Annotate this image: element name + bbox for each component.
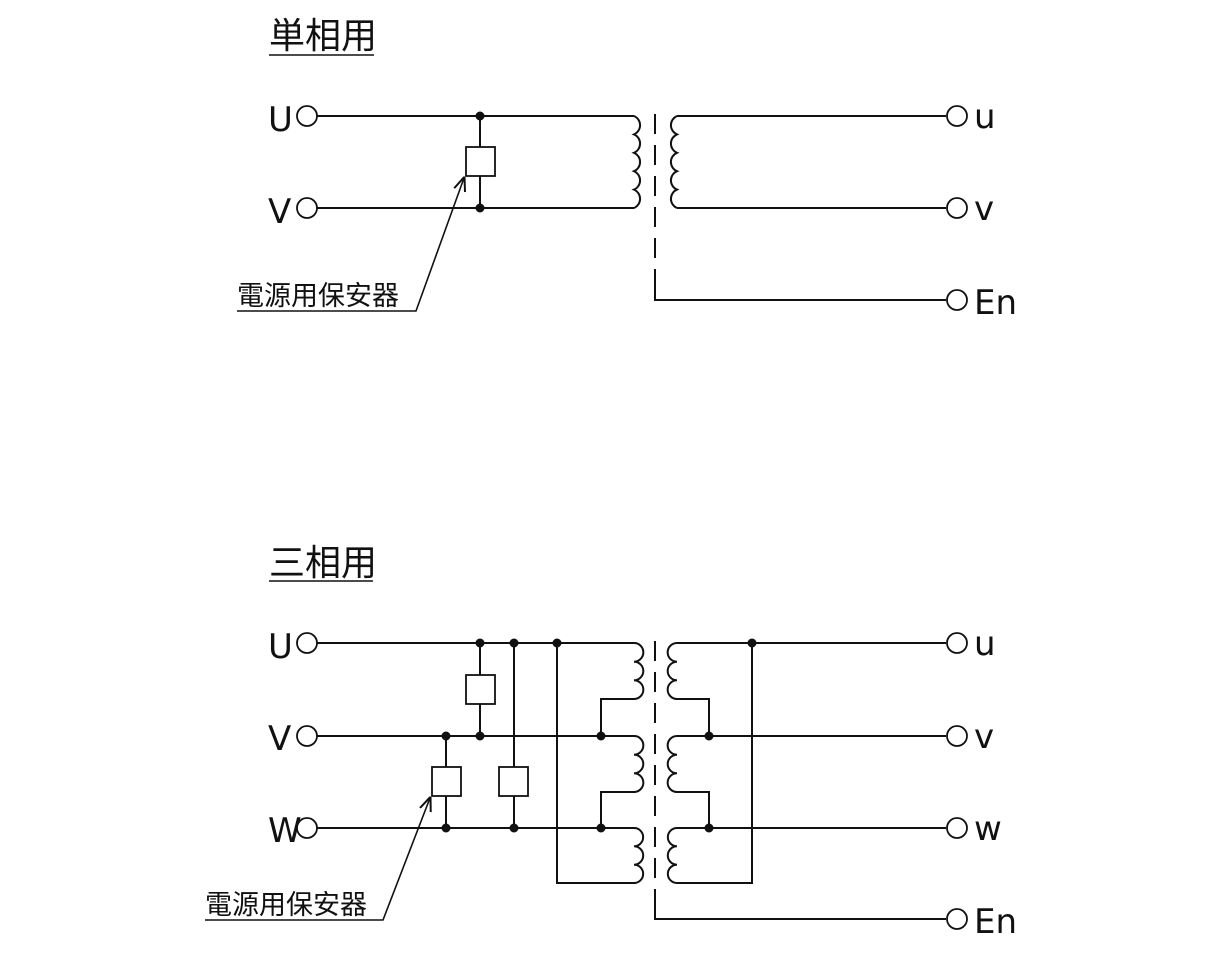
junction-dot <box>475 638 485 648</box>
secondary-link-2 <box>677 791 710 828</box>
surge-protector-box <box>465 674 496 705</box>
delta-return-wire <box>556 643 634 884</box>
junction-dot <box>441 731 451 741</box>
terminal-En <box>946 908 968 930</box>
surge-protector-box <box>498 766 529 797</box>
junction-dot <box>441 823 451 833</box>
protector-label: 電源用保安器 <box>205 890 367 921</box>
terminal-label-En: En <box>974 902 1017 942</box>
junction-dot <box>596 823 606 833</box>
protector-leader-arrow <box>205 798 430 921</box>
junction-dot <box>552 638 562 648</box>
terminal-u <box>946 632 968 654</box>
junction-dot <box>475 731 485 741</box>
terminal-label-V: V <box>268 192 291 232</box>
single-phase-title: 単相用 <box>269 16 377 57</box>
terminal-u <box>946 105 968 127</box>
junction-dot <box>704 731 714 741</box>
three-phase-diagram: 三相用 U V W <box>205 543 1017 942</box>
wire-En <box>654 893 946 920</box>
terminal-label-W: W <box>268 811 302 851</box>
surge-protector-box <box>431 766 462 797</box>
terminal-V <box>296 725 318 747</box>
junction-dot <box>596 731 606 741</box>
junction-dot <box>509 638 519 648</box>
terminal-label-En: En <box>974 283 1017 323</box>
terminal-U <box>296 632 318 654</box>
terminal-En <box>946 289 968 311</box>
secondary-winding <box>670 115 680 209</box>
terminal-label-w: w <box>974 809 1002 849</box>
terminal-v <box>946 725 968 747</box>
terminal-label-v: v <box>974 717 994 757</box>
secondary-link-1 <box>677 698 710 736</box>
wire-En <box>654 270 946 301</box>
secondary-delta-return <box>677 643 753 884</box>
terminal-label-u: u <box>974 97 996 137</box>
three-phase-title: 三相用 <box>269 543 377 584</box>
terminal-v <box>946 197 968 219</box>
primary-link-2 <box>600 791 634 828</box>
protector-label: 電源用保安器 <box>237 281 399 312</box>
terminal-label-v: v <box>974 189 994 229</box>
secondary-winding-2 <box>666 735 678 793</box>
terminal-V <box>296 197 318 219</box>
single-phase-diagram: 単相用 U V 電源用保安器 u v En <box>237 16 1017 323</box>
surge-protector-box <box>465 146 496 177</box>
terminal-label-U: U <box>268 627 293 667</box>
primary-winding-2 <box>633 735 645 793</box>
terminal-label-U: U <box>268 100 293 140</box>
terminal-label-u: u <box>974 624 996 664</box>
secondary-winding-1 <box>666 642 678 700</box>
junction-dot <box>475 203 485 213</box>
terminal-W <box>296 817 318 839</box>
primary-winding-1 <box>633 642 645 700</box>
terminal-w <box>946 817 968 839</box>
terminal-label-V: V <box>268 719 291 759</box>
primary-winding-3 <box>633 827 645 884</box>
secondary-winding-3 <box>666 827 678 884</box>
junction-dot <box>475 111 485 121</box>
terminal-U <box>296 105 318 127</box>
protector-leader-arrow <box>237 178 464 312</box>
primary-winding <box>631 115 641 209</box>
junction-dot <box>747 638 757 648</box>
junction-dot <box>704 823 714 833</box>
junction-dot <box>509 823 519 833</box>
primary-link-1 <box>600 698 634 736</box>
